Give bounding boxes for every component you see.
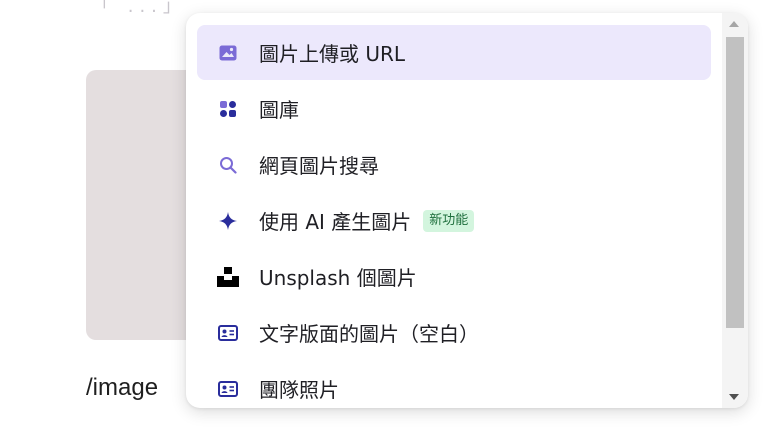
menu-item-label: 網頁圖片搜尋 [259,154,379,178]
unsplash-logo-icon [217,266,239,288]
image-insert-menu: 圖片上傳或 URL 圖庫 [186,13,748,408]
sparkle-icon [217,210,239,232]
new-feature-badge: 新功能 [423,209,475,232]
menu-item-upload-or-url[interactable]: 圖片上傳或 URL [197,25,711,80]
menu-item-label: 圖片上傳或 URL [259,42,406,66]
menu-item-label: 圖庫 [259,98,299,122]
scroll-up-arrow-icon[interactable] [729,21,739,27]
menu-item-ai-generate[interactable]: 使用 AI 產生圖片 新功能 [197,193,711,248]
menu-list: 圖片上傳或 URL 圖庫 [186,13,722,408]
slash-command-text[interactable]: /image [86,374,159,401]
menu-item-unsplash[interactable]: Unsplash 個圖片 [197,249,711,304]
menu-item-team-photo[interactable]: 團隊照片 [197,361,711,408]
menu-item-gallery[interactable]: 圖庫 [197,81,711,136]
top-text-fragment: 「 ...」 [92,0,187,17]
menu-item-label: Unsplash 個圖片 [259,266,417,290]
text-layout-card-icon [217,322,239,344]
team-photo-card-icon [217,378,239,400]
menu-item-web-image-search[interactable]: 網頁圖片搜尋 [197,137,711,192]
menu-item-label: 使用 AI 產生圖片 [259,210,412,234]
menu-item-label: 文字版面的圖片（空白） [259,322,479,346]
scroll-down-arrow-icon[interactable] [729,394,739,400]
menu-item-text-layout-image[interactable]: 文字版面的圖片（空白） [197,305,711,360]
menu-scrollbar[interactable] [722,13,748,408]
search-icon [217,154,239,176]
menu-item-label: 團隊照片 [259,378,339,402]
scrollbar-thumb[interactable] [726,37,744,328]
image-icon [217,42,239,64]
gallery-grid-icon [217,98,239,120]
